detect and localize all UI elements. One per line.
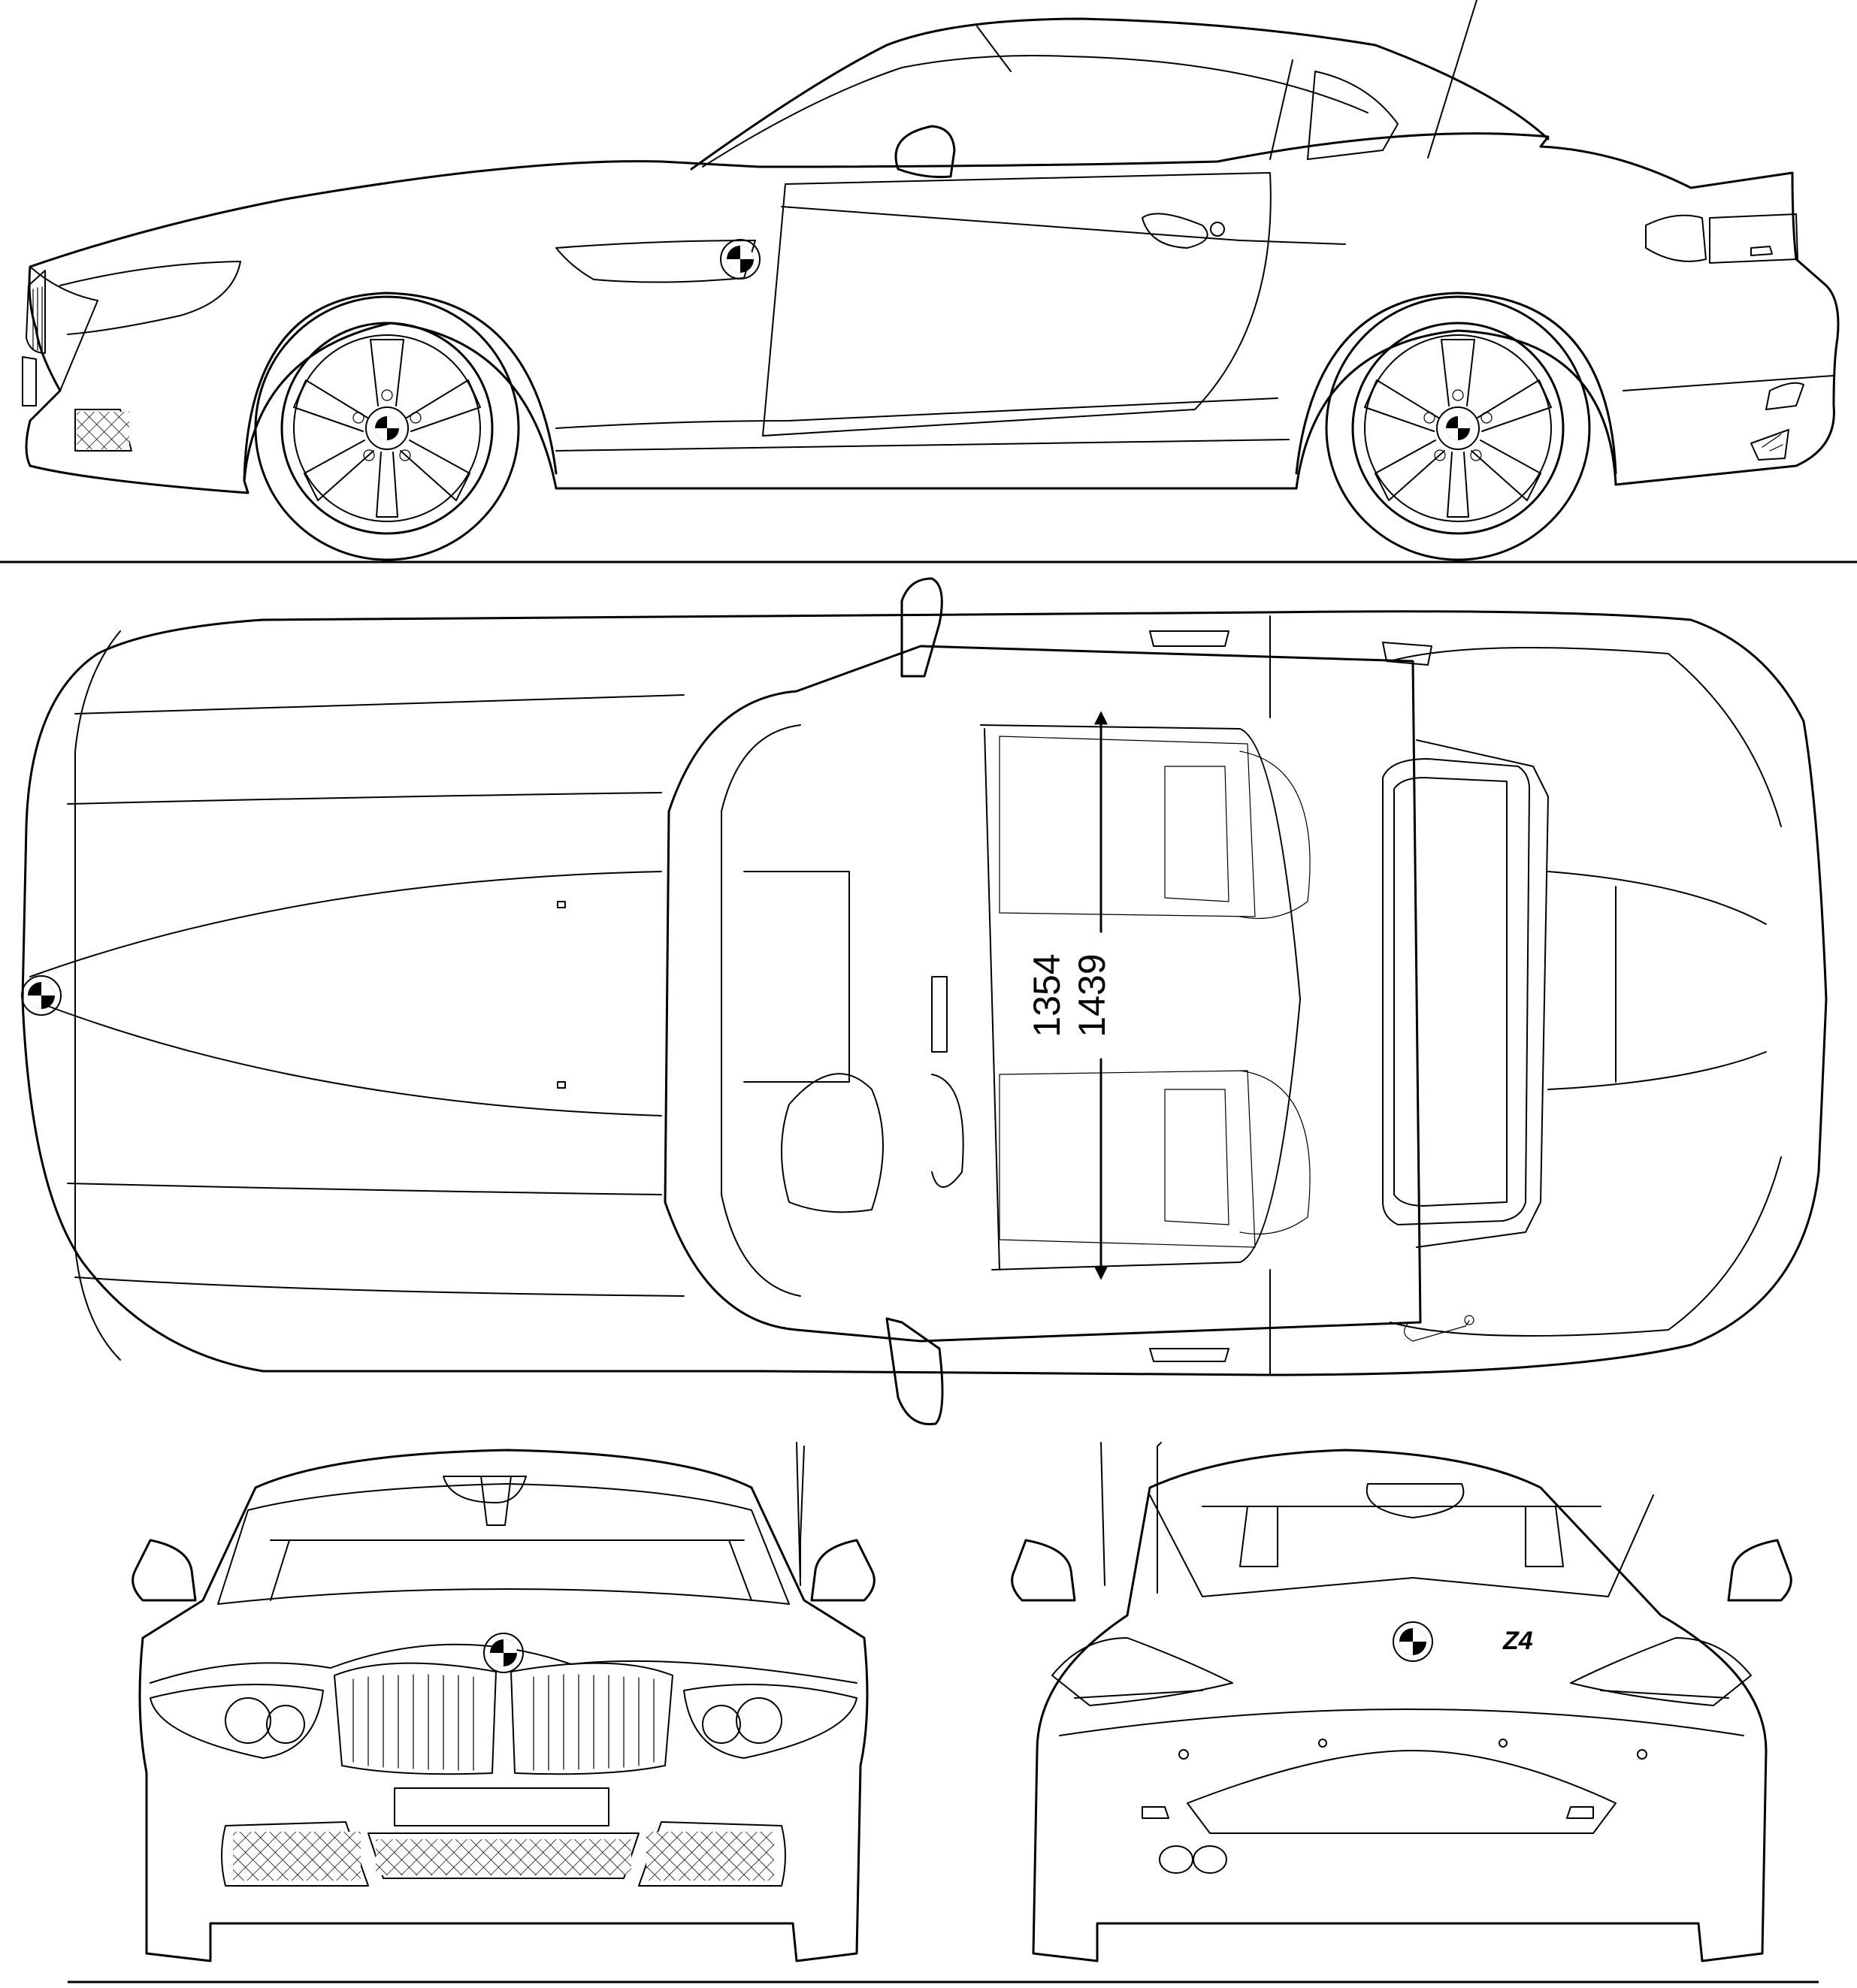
dimension-1439: 1439 — [1071, 953, 1113, 1037]
front-wheel — [254, 295, 520, 561]
front-view — [132, 1442, 876, 1962]
top-view: 1354 1439 — [21, 577, 1828, 1426]
dimension-1354: 1354 — [1026, 953, 1068, 1037]
rear-wheel — [1325, 295, 1591, 561]
rear-view: Z4 — [1011, 1442, 1792, 1962]
side-view — [0, 0, 1857, 563]
model-badge: Z4 — [1502, 1627, 1533, 1655]
